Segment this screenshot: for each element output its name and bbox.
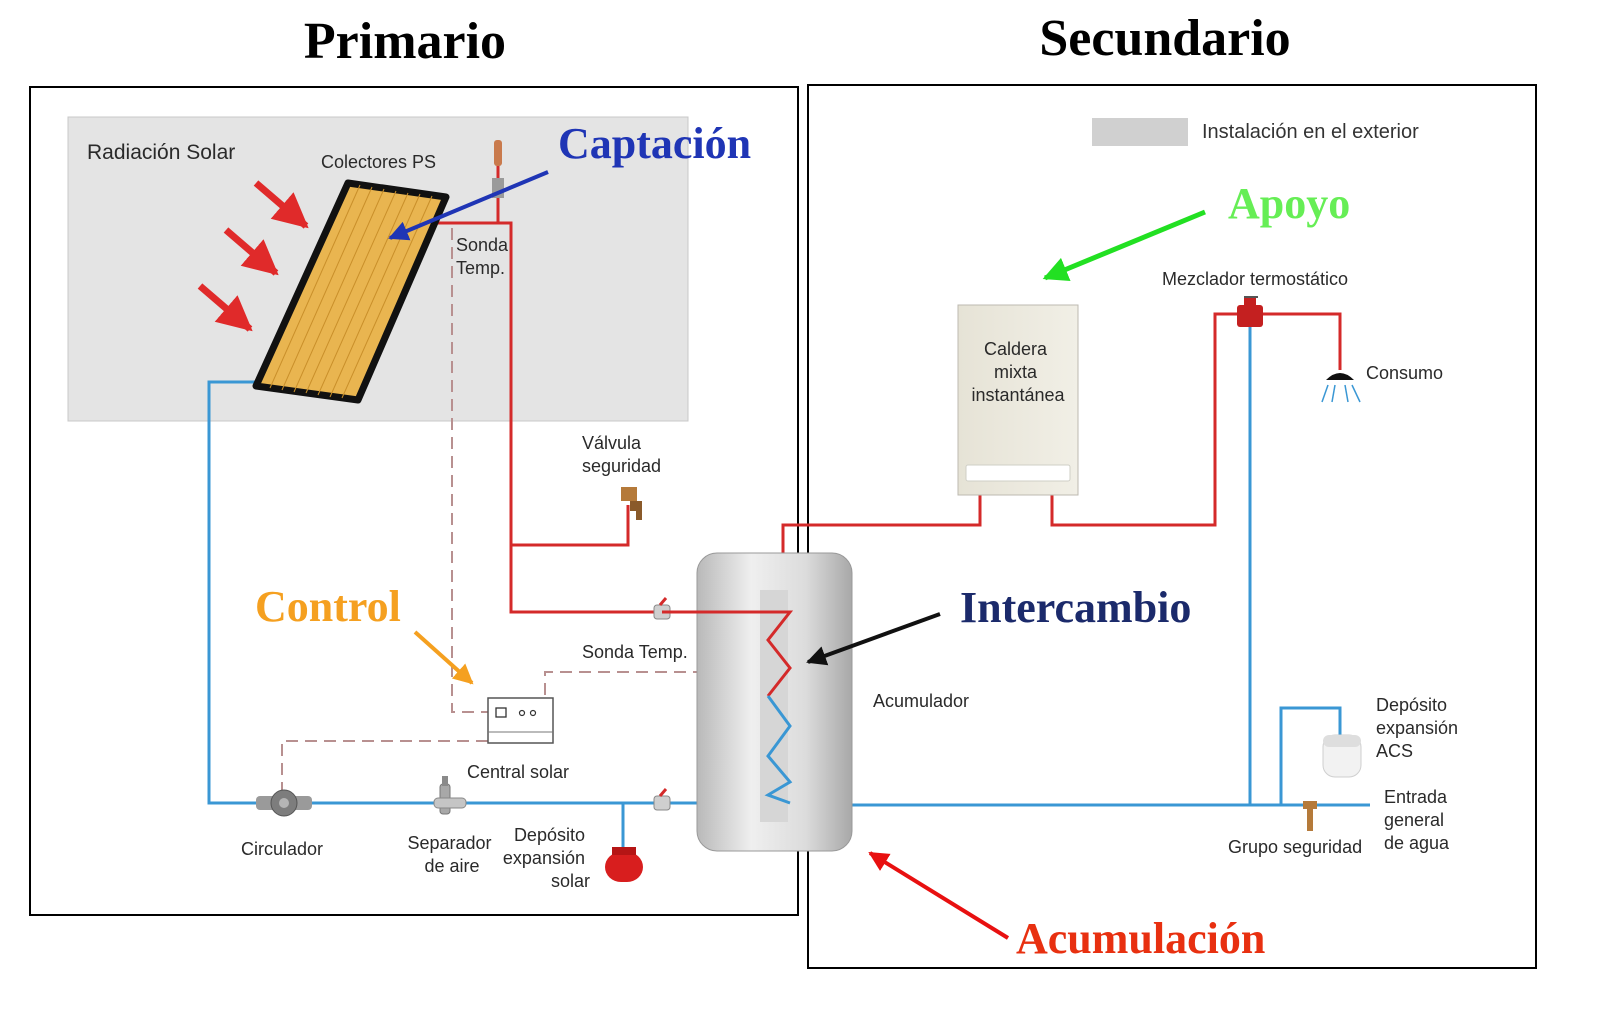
- apoyo-arrow: [1042, 209, 1206, 281]
- radiacion-solar-label: Radiación Solar: [87, 141, 235, 164]
- sonda-temp-mid-label: Sonda Temp.: [582, 642, 688, 662]
- colectores-label: Colectores PS: [321, 152, 436, 172]
- safety-valve-pipe: [511, 505, 630, 547]
- primary-cold-pipe: [207, 380, 795, 805]
- captacion-title: Captación: [558, 119, 751, 168]
- outlet-valve-icon: [653, 788, 671, 811]
- air-separator-icon: [433, 776, 467, 815]
- deposito-expansion-solar-line-3: solar: [551, 871, 590, 891]
- mixing-valve-icon: [1237, 296, 1263, 327]
- expansion-vessel-icon: [605, 847, 643, 882]
- primary-heading: Primario: [304, 13, 506, 70]
- deposito-expansion-solar-line-2: expansión: [503, 848, 585, 868]
- caldera-line-1: Caldera: [984, 339, 1048, 359]
- caldera-line-2: mixta: [994, 362, 1038, 382]
- control-line-pump: [281, 740, 488, 790]
- entrada-agua-line-2: general: [1384, 810, 1444, 830]
- captacion-arrow: [388, 170, 549, 241]
- acumulacion-title: Acumulación: [1016, 914, 1265, 963]
- deposito-expansion-acs-line-1: Depósito: [1376, 695, 1447, 715]
- deposito-expansion-solar-line-1: Depósito: [514, 825, 585, 845]
- entrada-agua-label: Entrada general de agua: [1384, 787, 1452, 853]
- control-title: Control: [255, 582, 401, 631]
- valvula-seguridad-label: Válvula seguridad: [582, 433, 661, 476]
- circulador-label: Circulador: [241, 839, 323, 859]
- deposito-expansion-acs-line-3: ACS: [1376, 741, 1413, 761]
- caldera-line-3: instantánea: [971, 385, 1065, 405]
- heat-exchanger-coil-hot: [662, 610, 794, 697]
- control-line-tank-probe: [544, 671, 740, 695]
- safety-group-icon: [1303, 801, 1317, 831]
- apoyo-title: Apoyo: [1228, 179, 1350, 228]
- separador-aire-line-1: Separador: [407, 833, 491, 853]
- heat-exchanger-coil-cold: [764, 695, 793, 805]
- intercambio-title: Intercambio: [960, 583, 1191, 632]
- control-arrow: [413, 630, 474, 685]
- pump-icon: [256, 789, 312, 817]
- central-solar-label: Central solar: [467, 762, 569, 782]
- control-line-collector-probe: [451, 228, 488, 713]
- caldera-label: Caldera mixta instantánea: [971, 339, 1065, 405]
- sonda-temp-top-line-1: Sonda: [456, 235, 509, 255]
- boiler-to-mixer-pipe: [1050, 312, 1342, 527]
- safety-valve-icon: [621, 487, 642, 520]
- valvula-seguridad-line-1: Válvula: [582, 433, 642, 453]
- consumo-label: Consumo: [1366, 363, 1443, 383]
- separador-aire-label: Separador de aire: [407, 833, 496, 876]
- primary-hot-pipe: [432, 221, 662, 614]
- acs-expansion-vessel-icon: [1322, 734, 1362, 778]
- secondary-heading: Secundario: [1039, 10, 1290, 67]
- intercambio-arrow: [806, 612, 941, 666]
- separador-aire-line-2: de aire: [424, 856, 479, 876]
- sonda-temp-top-label: Sonda Temp.: [456, 235, 513, 278]
- primary-frame: [29, 86, 799, 916]
- deposito-expansion-acs-line-2: expansión: [1376, 718, 1458, 738]
- controller-icon: [487, 697, 554, 744]
- entrada-agua-line-1: Entrada: [1384, 787, 1448, 807]
- storage-tank-icon: [662, 552, 853, 852]
- inlet-valve-icon: [653, 597, 671, 620]
- acumulador-label: Acumulador: [873, 691, 969, 711]
- boiler-icon: [957, 304, 1079, 496]
- acumulacion-arrow: [868, 851, 1010, 940]
- legend-label: Instalación en el exterior: [1202, 121, 1419, 143]
- tank-to-boiler-pipe: [781, 495, 982, 555]
- sonda-temp-top-line-2: Temp.: [456, 258, 505, 278]
- deposito-expansion-solar-label: Depósito expansión solar: [503, 825, 590, 891]
- deposito-expansion-acs-label: Depósito expansión ACS: [1376, 695, 1463, 761]
- legend-swatch: [1092, 118, 1188, 146]
- grupo-seguridad-label: Grupo seguridad: [1228, 837, 1362, 857]
- entrada-agua-line-3: de agua: [1384, 833, 1450, 853]
- valvula-seguridad-line-2: seguridad: [582, 456, 661, 476]
- acs-expansion-pipe: [1279, 706, 1342, 805]
- sun-ray-arrow-icon: [197, 180, 309, 332]
- shower-icon: [1321, 373, 1361, 403]
- mezclador-label: Mezclador termostático: [1162, 269, 1348, 289]
